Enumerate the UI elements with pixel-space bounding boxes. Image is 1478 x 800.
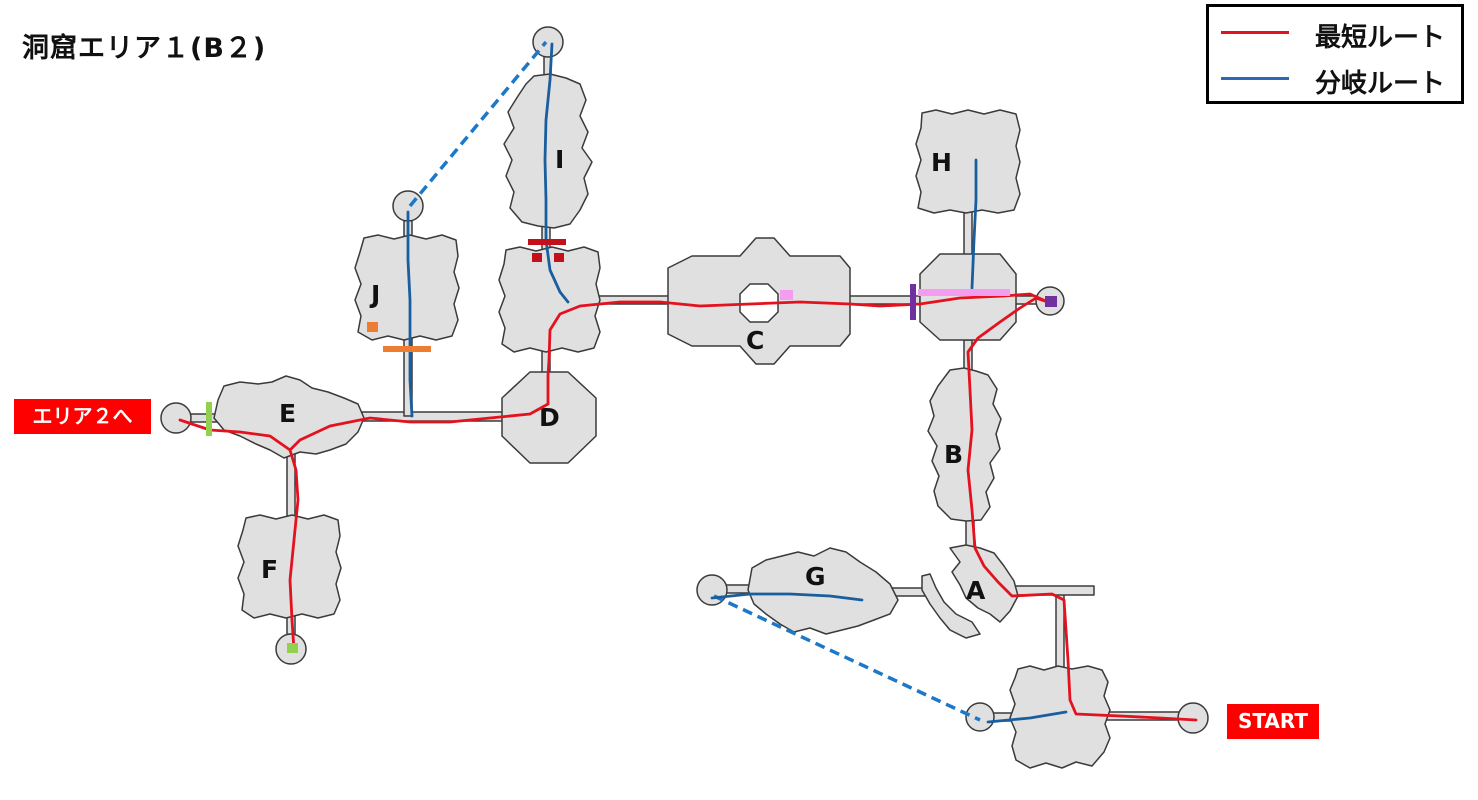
room-label-g: G [805,562,826,591]
node-i-top [532,26,564,58]
corridor-c-hub [847,295,921,305]
room-b [927,367,1002,522]
dashed-link-g-start [713,594,981,722]
room-h [915,109,1021,214]
exit-tag: エリア２へ [14,399,151,434]
room-d [501,371,597,464]
marker-orange-bar [383,346,431,352]
marker-red-bar [528,239,566,245]
legend-line-blue [1221,77,1289,80]
room-f [237,514,342,619]
shortest-route-main [288,292,1198,722]
shortest-route-exit [178,418,292,452]
marker-green-bar [206,402,212,436]
legend-line-red [1221,31,1289,34]
room-label-f: F [261,555,278,584]
room-label-i: I [555,145,564,174]
legend-item-shortest: 最短ルート [1219,11,1459,55]
legend-item-branch: 分岐ルート [1219,57,1459,101]
corridor-h-hub [963,209,973,256]
room-label-d: D [539,403,560,432]
room-a [949,544,1019,623]
marker-red-left [532,253,542,262]
legend-label-shortest: 最短ルート [1315,23,1446,53]
marker-pink-bar [918,289,1010,296]
start-tag: START [1227,704,1319,739]
room-label-h: H [931,148,952,177]
node-start-west [965,702,995,732]
room-label-e: E [279,399,296,428]
node-exit [160,402,192,434]
room-g-spur [921,573,981,639]
dashed-link-j-i [408,40,548,208]
room-label-b: B [944,440,963,469]
branch-route-j [406,210,414,418]
map-title: 洞窟エリア１(B２) [22,33,267,64]
branch-route-i [543,42,570,304]
marker-red-right [554,253,564,262]
room-i [503,73,593,229]
legend-label-branch: 分岐ルート [1315,69,1446,99]
room-start [1009,665,1111,769]
marker-pink-square [780,290,793,300]
room-j [354,234,460,341]
room-dup [498,246,601,353]
room-g [747,547,899,635]
room-label-c: C [746,326,764,355]
legend: 最短ルート 分岐ルート [1206,4,1464,104]
room-label-j: J [369,280,380,309]
room-e [213,375,365,459]
corridor-g-east [891,587,927,597]
branch-route-start-west [986,710,1068,724]
branch-route-h [970,158,978,290]
marker-purple-bar [910,284,916,320]
marker-orange-square [367,322,378,332]
branch-route-g [710,592,864,602]
marker-purple-square [1045,296,1057,307]
room-label-a: A [966,576,986,605]
marker-green-square [287,643,298,653]
